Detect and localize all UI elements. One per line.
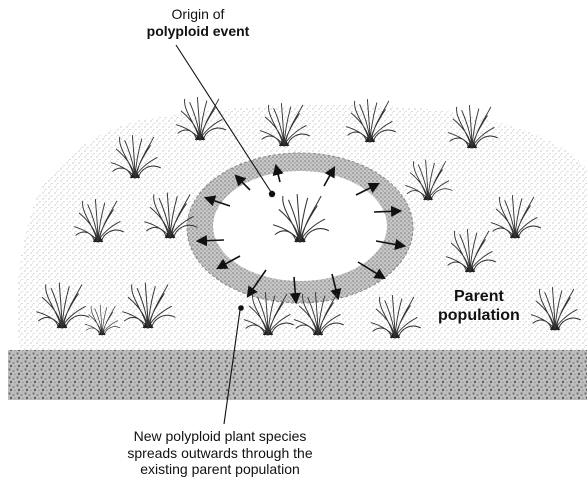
new-species-line3: existing parent population [60,461,380,478]
parent-label-line2: population [438,307,578,326]
origin-dot [269,191,275,197]
origin-label-line2: polyploid event [118,23,278,40]
origin-label-line1: Origin of [118,6,278,23]
ground-band [8,350,587,400]
origin-label: Origin of polyploid event [118,6,278,39]
ring-dot [238,305,244,311]
new-species-line1: New polyploid plant species [60,428,380,445]
parent-label-line1: Parent [438,288,578,307]
parent-population-label: Parent population [438,288,578,326]
new-species-line2: spreads outwards through the [60,445,380,462]
new-species-label: New polyploid plant species spreads outw… [60,428,380,478]
